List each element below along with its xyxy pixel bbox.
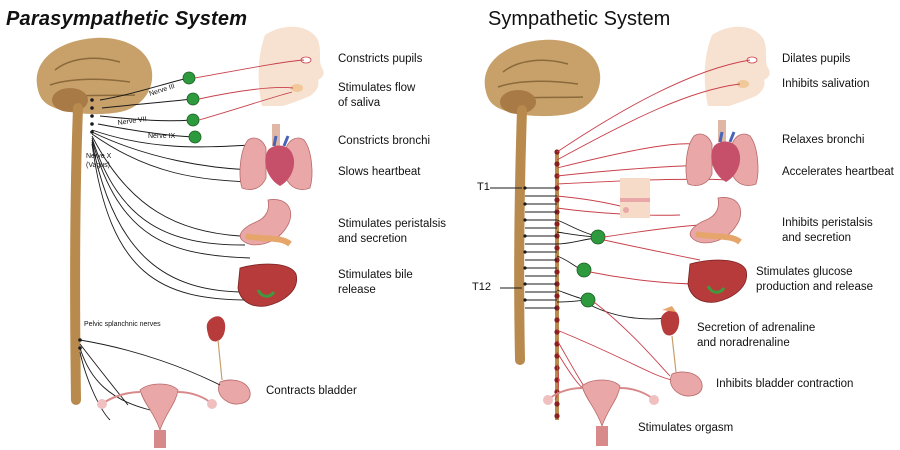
effect-accelerates-heartbeat: Accelerates heartbeat xyxy=(782,166,894,178)
effect-saliva-line1: Stimulates flow xyxy=(338,82,416,94)
effect-peristalsis-line2: and secretion xyxy=(782,232,852,244)
liver-organ xyxy=(237,263,297,307)
ganglion-celiac xyxy=(590,229,606,245)
stomach-organ xyxy=(689,197,741,244)
face-silhouette xyxy=(258,26,324,107)
nerve-x-sub-label: (Vagus) xyxy=(86,162,110,169)
bladder-organ xyxy=(218,379,251,405)
pelvic-nerves-label: Pelvic splanchnic nerves xyxy=(84,321,161,328)
skin-patch xyxy=(620,178,650,218)
effect-inhibits-bladder: Inhibits bladder contraction xyxy=(716,378,854,390)
lungs-heart-organ xyxy=(685,120,759,186)
sympathetic-title: Sympathetic System xyxy=(488,8,671,30)
effect-slows-heartbeat: Slows heartbeat xyxy=(338,166,421,178)
spine-label-t12: T12 xyxy=(472,281,491,293)
face-silhouette xyxy=(704,26,770,107)
nerve-ix-label: Nerve IX xyxy=(148,133,176,140)
effect-peristalsis-line1: Inhibits peristalsis xyxy=(782,217,873,229)
sympathetic-panel: Sympathetic System xyxy=(450,0,900,450)
effect-peristalsis-line1: Stimulates peristalsis xyxy=(338,218,447,230)
spine-label-t1: T1 xyxy=(477,181,490,193)
effect-constricts-bronchi: Constricts bronchi xyxy=(338,135,431,147)
liver-organ xyxy=(687,259,747,303)
eye-icon xyxy=(746,56,758,64)
salivary-gland-icon xyxy=(737,80,749,88)
salivary-gland-icon xyxy=(291,84,303,92)
ganglion-nerve-iii xyxy=(182,71,196,85)
nerve-vii-label: Nerve VII xyxy=(117,116,147,127)
bladder-organ xyxy=(670,371,703,397)
spinal-cord xyxy=(514,105,527,365)
ganglion-inferior-mesenteric xyxy=(580,292,596,308)
kidney-organ xyxy=(206,316,226,342)
parasympathetic-title: Parasympathetic System xyxy=(6,8,248,30)
effect-saliva-line2: of saliva xyxy=(338,97,381,109)
lungs-heart-organ xyxy=(239,124,313,190)
ganglion-nerve-ix-b xyxy=(188,130,202,144)
ganglion-superior-mesenteric xyxy=(576,262,592,278)
kidney-adrenal-organ xyxy=(660,310,680,336)
uterus-organ xyxy=(543,379,659,446)
effect-adrenal-line2: and noradrenaline xyxy=(697,337,790,349)
effect-adrenal-line1: Secretion of adrenaline xyxy=(697,322,816,334)
effect-dilates-pupils: Dilates pupils xyxy=(782,53,851,65)
effect-relaxes-bronchi: Relaxes bronchi xyxy=(782,134,865,146)
stomach-organ xyxy=(239,199,291,246)
effect-peristalsis-line2: and secretion xyxy=(338,233,408,245)
parasympathetic-diagram: Nerve III Nerve VII Nerve IX Nerve X (Va… xyxy=(36,26,324,448)
effect-bile-line2: release xyxy=(338,284,376,296)
effect-constricts-pupils: Constricts pupils xyxy=(338,53,423,65)
ganglion-nerve-ix-a xyxy=(186,113,200,127)
effect-stimulates-orgasm: Stimulates orgasm xyxy=(638,422,734,434)
spinal-cord xyxy=(70,103,83,405)
effect-inhibits-salivation: Inhibits salivation xyxy=(782,78,870,90)
effect-glucose-line2: production and release xyxy=(756,281,873,293)
effect-glucose-line1: Stimulates glucose xyxy=(756,266,853,278)
parasympathetic-panel: Parasympathetic System xyxy=(6,8,447,448)
effect-bile-line1: Stimulates bile xyxy=(338,269,413,281)
ganglion-nerve-vii xyxy=(186,92,200,106)
effect-contracts-bladder: Contracts bladder xyxy=(266,385,357,397)
uterus-organ xyxy=(97,383,217,448)
sympathetic-diagram xyxy=(484,26,770,446)
